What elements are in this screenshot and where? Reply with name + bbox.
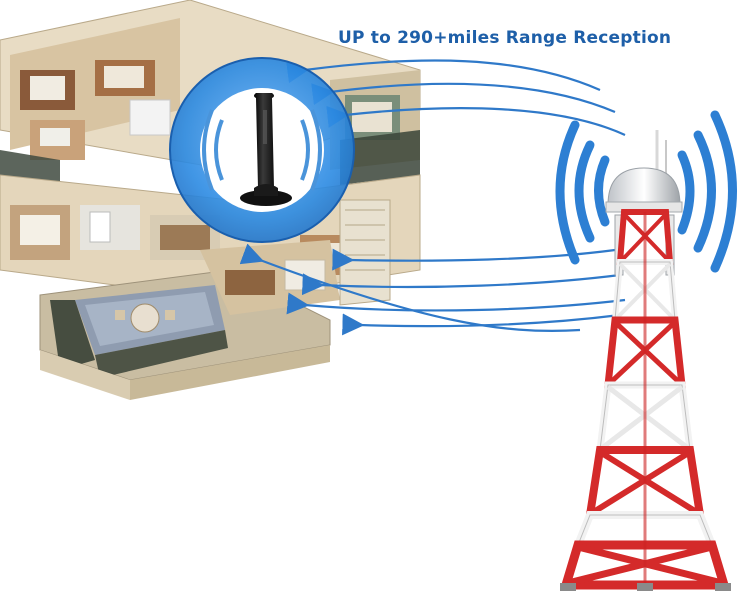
indoor-antenna-icon [240,93,292,206]
transmission-tower-icon [555,110,737,591]
signal-arc-5 [301,273,621,296]
signal-arc-8 [239,243,581,332]
signal-arc-3 [326,105,626,136]
signal-arc-6 [286,292,626,315]
signal-arrows [239,59,626,336]
signal-arc-2 [311,82,616,114]
signal-arc-1 [286,59,601,92]
signal-arc-7 [342,313,621,336]
signal-arc-4 [332,248,616,271]
antenna-spotlight [169,57,355,243]
range-headline: UP to 290+miles Range Reception [338,28,672,48]
